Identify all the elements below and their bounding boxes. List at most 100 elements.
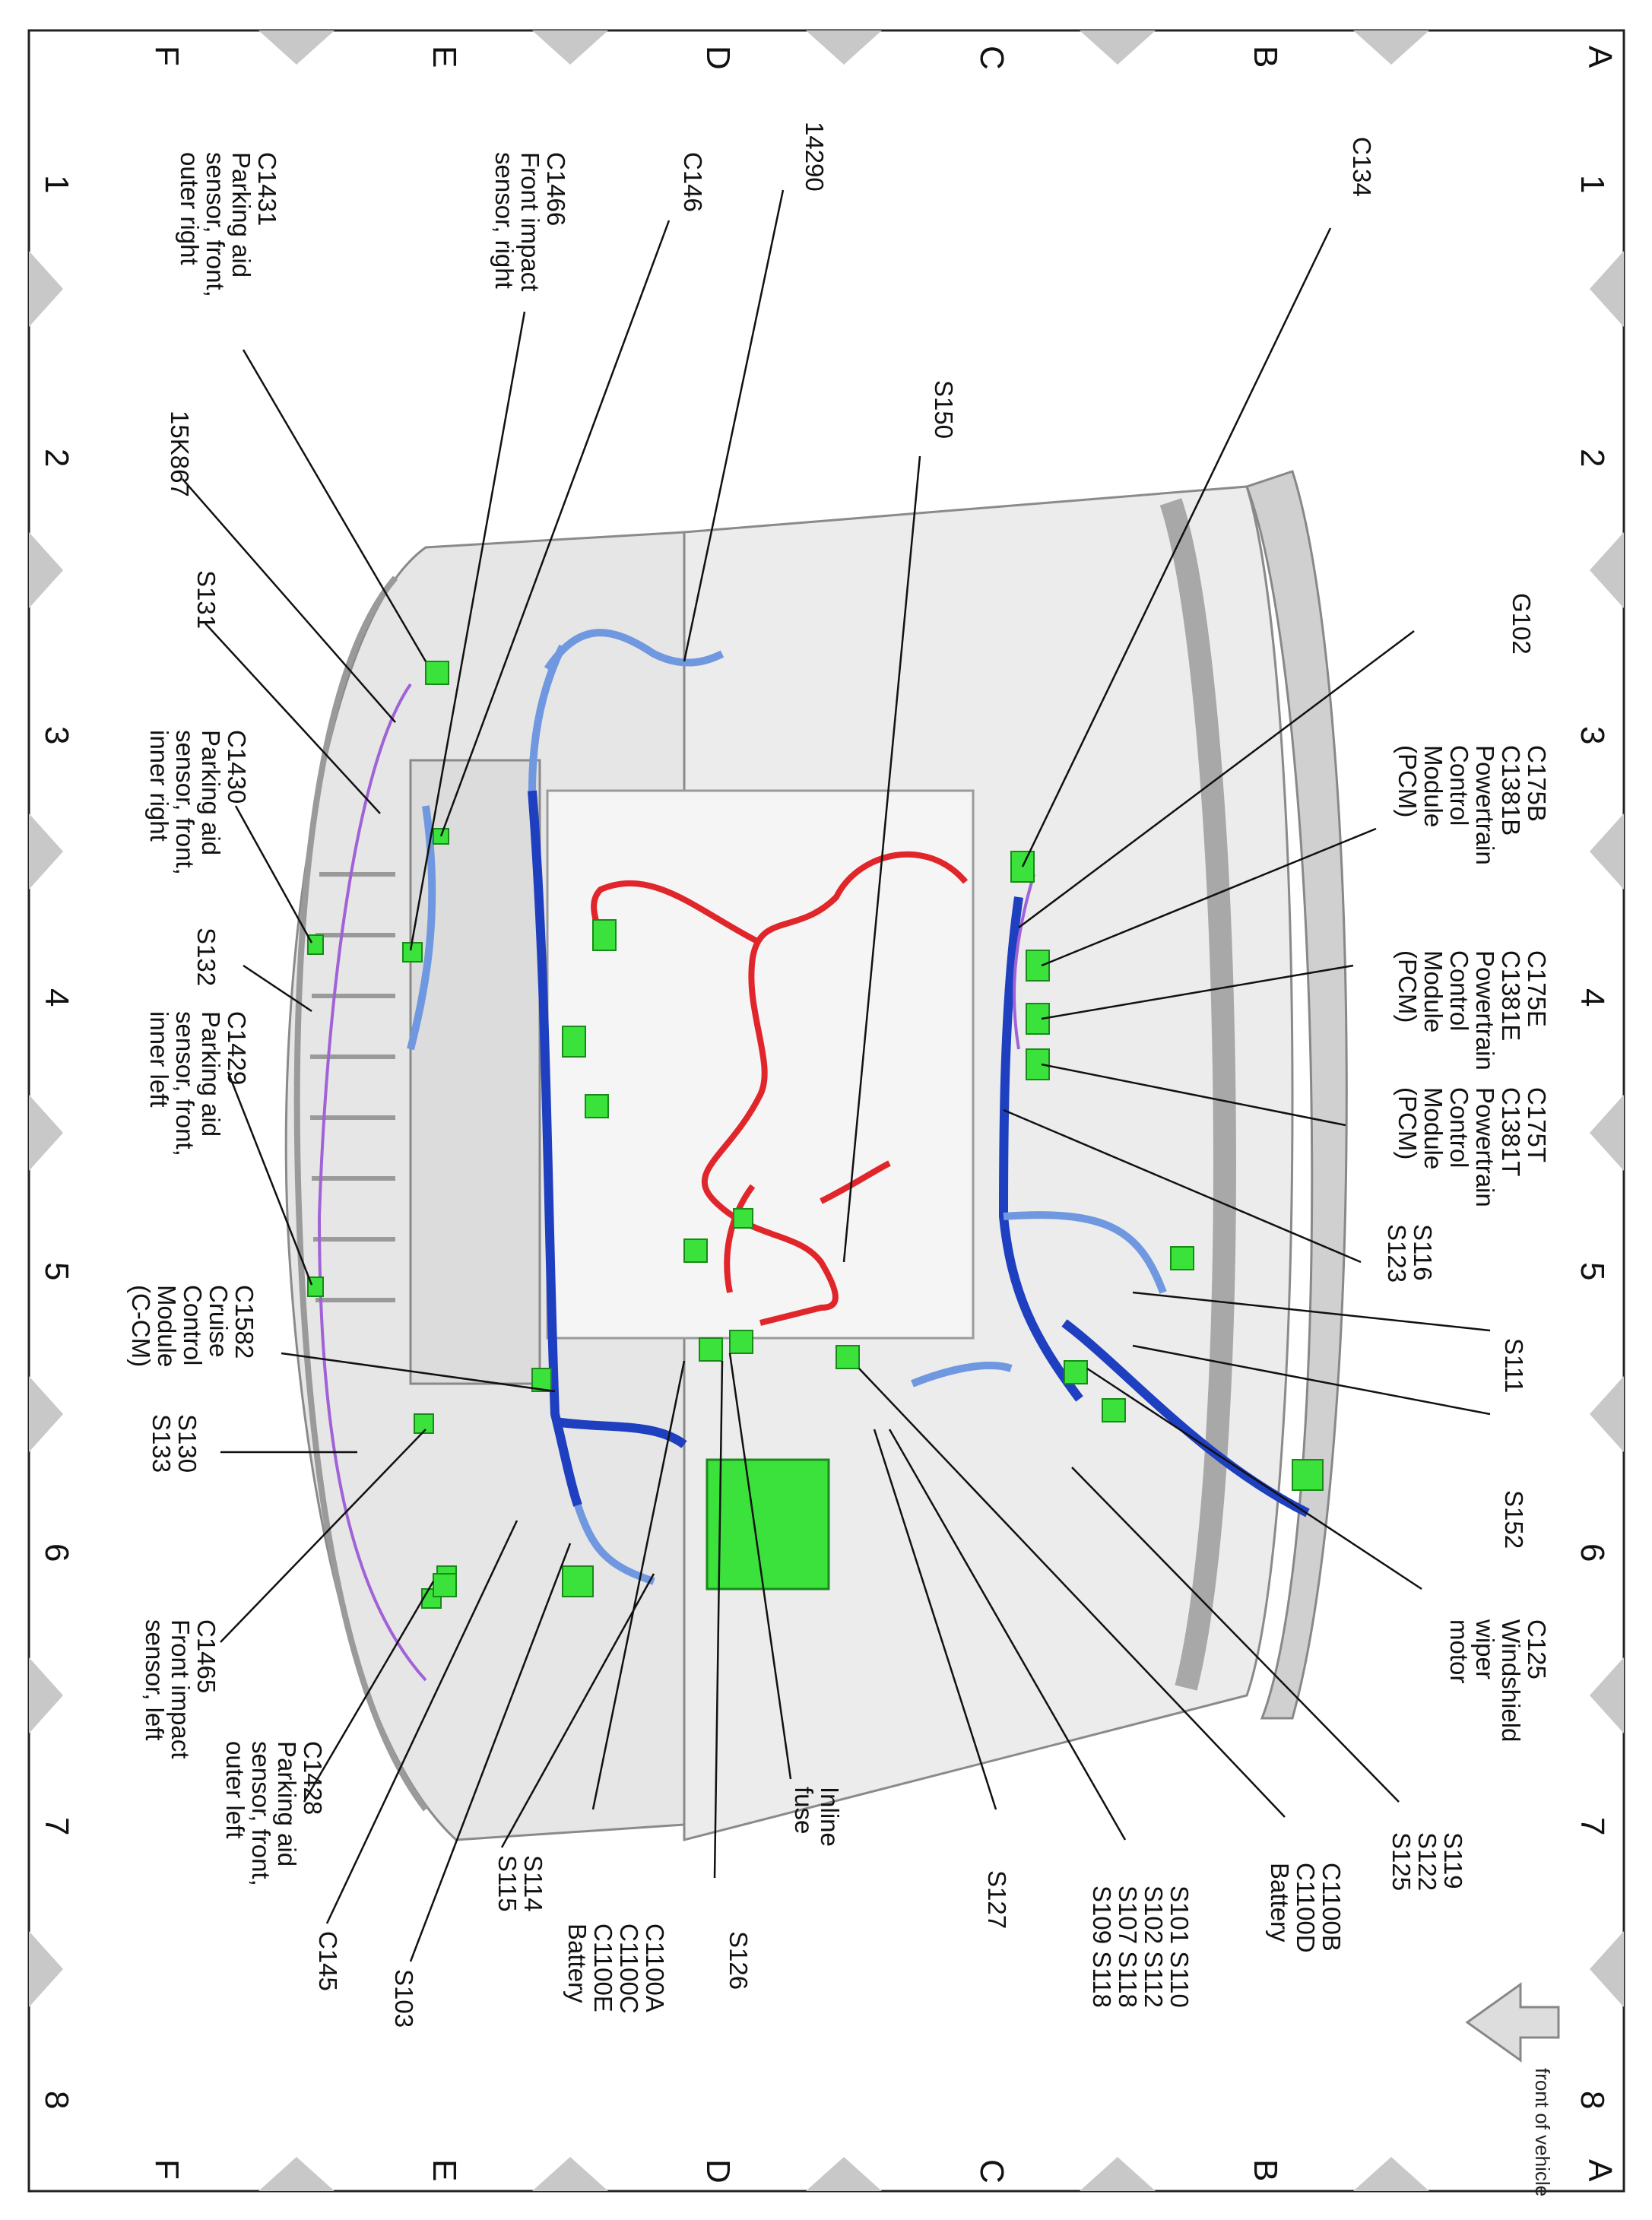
firewall [1245,470,1348,1720]
label-line: S101 S110 [1165,1885,1194,2008]
label-line: G102 [1508,593,1536,655]
grid-letter: F [148,46,185,66]
label-line: S107 S118 [1114,1885,1142,2008]
label-s132: S132 [192,928,220,986]
label-c175b: C175B C1381B Powertrain Control Module (… [1394,745,1551,865]
label-c1430: C1430 Parking aid sensor, front, inner r… [145,730,251,875]
label-c1582: C1582 Cruise Control Module (C-CM) [127,1285,258,1367]
label-s126: S126 [725,1931,753,1990]
label-line: sensor, front, [201,152,230,297]
grid-letter: C [973,46,1010,70]
label-14290: 14290 [801,122,829,192]
grid-letter: A [1581,46,1619,68]
wire-purple [317,683,1035,1682]
label-c1466: C1466 Front impact sensor, right [490,152,570,291]
grid-letter: B [1247,2159,1284,2181]
label-s127: S127 [983,1870,1011,1929]
label-line: S123 [1383,1224,1411,1283]
grid-markers [29,30,1624,2191]
grid-letter: D [699,2159,737,2184]
label-c1100a: C1100A C1100C C1100E Battery [563,1923,669,2014]
front-of-vehicle-indicator: front of vehicle [1465,1982,1560,2196]
grid-number: 3 [38,726,75,744]
label-line: C1429 [223,1011,251,1085]
label-line: S125 [1387,1832,1416,1891]
label-line: Powertrain [1471,950,1499,1070]
label-c1428: C1428 Parking aid sensor, front, outer l… [221,1741,327,1886]
label-line: S130 [173,1414,201,1473]
label-line: C1430 [223,730,251,804]
grid-number: 6 [38,1543,75,1562]
label-line: C175T [1523,1087,1551,1162]
grid-number: 8 [38,2091,75,2109]
harness-light-blue [407,629,1167,1585]
label-line: C1100A [641,1923,669,2012]
label-c1431: C1431 Parking aid sensor, front, outer r… [176,152,281,297]
label-line: S131 [192,570,220,629]
grid-number: 2 [38,449,75,467]
grid-number: 4 [38,988,75,1007]
label-line: C125 [1523,1619,1551,1679]
grid-letters-bottom: A B C D E F [148,2159,1619,2184]
grid-number: 5 [1574,1262,1611,1280]
label-line: C1466 [542,152,570,226]
label-s152: S152 [1500,1490,1528,1549]
label-line: (C-CM) [127,1285,155,1367]
grid-number: 5 [38,1262,75,1280]
front-arrow-icon [1465,1982,1560,2063]
grid-letter: A [1581,2159,1619,2182]
grid-letter: F [148,2159,185,2180]
label-line: C134 [1348,137,1376,197]
label-line: C1100C [615,1923,643,2014]
label-line: C1431 [253,152,281,226]
grid-letter: E [426,2159,463,2181]
cowl-panel [1159,498,1236,1691]
label-line: sensor, right [490,152,518,289]
leader-lines [182,189,1491,1962]
label-line: C146 [679,152,707,212]
label-line: C1100B [1317,1863,1346,1952]
label-line: Module [1419,745,1447,827]
grid-letter: C [973,2159,1010,2184]
label-inline-fuse: Inline fuse [790,1787,844,1847]
label-line: 15K867 [166,411,194,497]
label-line: Cruise [205,1285,233,1357]
label-line: (PCM) [1394,745,1422,817]
grille-slats [310,872,395,1302]
battery [706,1458,830,1590]
label-s103: S103 [390,1969,418,2028]
grid-letter: D [699,46,737,70]
label-line: sensor, front, [171,1011,199,1156]
label-line: outer left [221,1741,249,1838]
label-c1429: C1429 Parking aid sensor, front, inner l… [145,1011,251,1156]
grid-numbers-left: 1 2 3 4 5 6 7 8 [38,175,75,2109]
label-c175t: C175T C1381T Powertrain Control Module (… [1394,1087,1551,1207]
label-line: Parking aid [273,1741,301,1866]
grid-letter: B [1247,46,1284,68]
label-line: S122 [1413,1832,1441,1891]
grid-number: 1 [38,175,75,193]
label-line: Control [1445,950,1473,1031]
label-line: Parking aid [227,152,255,278]
label-line: S132 [192,928,220,986]
label-line: Control [179,1285,207,1365]
label-line: Module [153,1285,181,1367]
label-line: C1100E [589,1923,617,2012]
engine-bay [546,789,975,1340]
label-line: wiper [1471,1619,1499,1679]
label-line: Control [1445,745,1473,826]
label-line: S119 [1439,1832,1467,1889]
label-line: fuse [790,1787,818,1834]
label-line: Powertrain [1471,1087,1499,1207]
label-line: C1428 [299,1741,327,1815]
label-line: C145 [314,1931,342,1991]
label-line: S133 [147,1414,176,1473]
label-line: S150 [930,380,958,439]
grid-number: 7 [38,1817,75,1835]
label-c1100b: C1100B C1100D Battery [1266,1863,1346,1953]
label-c134: C134 [1348,137,1376,197]
label-c146: C146 [679,152,707,212]
label-line: 14290 [801,122,829,192]
label-c1465: C1465 Front impact sensor, left [141,1619,220,1759]
label-s131: S131 [192,570,220,629]
